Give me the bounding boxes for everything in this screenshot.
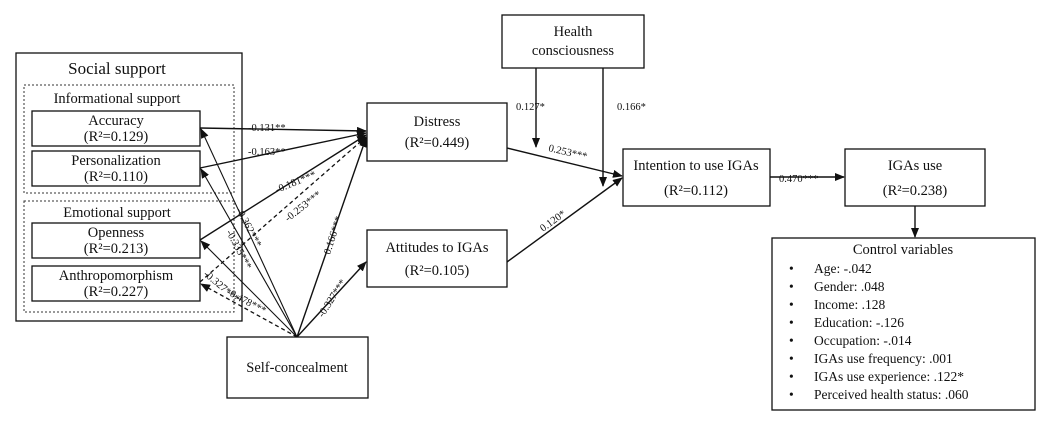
openness-r2: (R²=0.213) (84, 241, 149, 257)
intention-node: Intention to use IGAs (R²=0.112) (622, 148, 771, 207)
control-variable-bullet: • (789, 351, 794, 366)
control-variable-item: IGAs use experience: .122* (814, 369, 964, 384)
openness-label: Openness (88, 225, 145, 241)
emotional-support-title: Emotional support (63, 205, 171, 221)
distress-node: Distress (R²=0.449) (366, 102, 508, 162)
distress-label: Distress (414, 114, 461, 130)
coef-sc-attitudes: -0.327*** (316, 278, 349, 320)
intention-r2: (R²=0.112) (664, 183, 728, 199)
distress-r2: (R²=0.449) (405, 135, 470, 151)
coef-hc-mod1: 0.127* (516, 102, 545, 113)
coef-attitudes-intention: 0.120* (538, 209, 568, 235)
accuracy-label: Accuracy (88, 113, 144, 129)
accuracy-r2: (R²=0.129) (84, 129, 149, 145)
control-variable-item: Perceived health status: .060 (814, 387, 969, 402)
control-variables-title: Control variables (853, 242, 954, 258)
attitudes-node: Attitudes to IGAs (R²=0.105) (366, 229, 508, 288)
self-concealment-node: Self-concealment (226, 336, 369, 399)
control-variable-bullet: • (789, 261, 794, 276)
personalization-label: Personalization (71, 153, 161, 169)
intention-label: Intention to use IGAs (633, 158, 759, 174)
control-variable-item: Occupation: -.014 (814, 333, 912, 348)
informational-support-title: Informational support (54, 91, 181, 107)
control-variable-bullet: • (789, 279, 794, 294)
anthropomorphism-r2: (R²=0.227) (84, 284, 149, 300)
anthropomorphism-node: Anthropomorphism (R²=0.227) (31, 265, 201, 302)
control-variable-item: Gender: .048 (814, 279, 885, 294)
control-variable-bullet: • (789, 333, 794, 348)
coef-anth-distress: -0.253*** (283, 189, 324, 224)
control-variable-bullet: • (789, 369, 794, 384)
control-variable-item: Education: -.126 (814, 315, 904, 330)
igas-use-r2: (R²=0.238) (883, 183, 948, 199)
emotional-support-group: Emotional support Openness (R²=0.213) An… (23, 200, 235, 313)
path-openness-distress (199, 134, 367, 241)
anthropomorphism-label: Anthropomorphism (59, 268, 174, 284)
coef-intention-use: 0.470*** (779, 174, 818, 185)
control-variable-bullet: • (789, 297, 794, 312)
control-variables-box: Control variables • Age: -.042 • Gender: .0… (771, 237, 1036, 411)
path-sc-anthropomorphism (200, 283, 298, 338)
control-variable-item: Income: .128 (814, 297, 885, 312)
igas-use-node: IGAs use (R²=0.238) (844, 148, 986, 207)
attitudes-label: Attitudes to IGAs (385, 240, 488, 256)
path-sc-personalization (200, 168, 298, 338)
coef-open-distress: -0.181*** (274, 170, 318, 196)
openness-node: Openness (R²=0.213) (31, 222, 201, 259)
control-variable-bullet: • (789, 315, 794, 330)
health-label-line1: Health (554, 24, 593, 40)
control-variable-item: Age: -.042 (814, 261, 872, 276)
path-anthropomorphism-distress (199, 136, 367, 283)
coef-sc-distress: 0.166*** (322, 215, 345, 256)
coef-acc-distress: -0.131** (248, 123, 286, 134)
coefficient-labels: -0.131** -0.163** -0.181*** -0.253*** -0… (201, 102, 818, 320)
social-support-group: Social support Informational support Acc… (15, 52, 243, 322)
path-attitudes-intention (506, 177, 623, 263)
personalization-node: Personalization (R²=0.110) (31, 150, 201, 187)
health-label-line2: consciousness (532, 43, 615, 59)
informational-support-group: Informational support Accuracy (R²=0.129… (23, 84, 235, 194)
path-sc-openness (200, 240, 298, 338)
control-variables-list: • Age: -.042 • Gender: .048 • Income: .128 • Ed… (789, 261, 969, 402)
attitudes-r2: (R²=0.105) (405, 263, 470, 279)
path-personalization-distress (199, 130, 367, 169)
control-variable-bullet: • (789, 387, 794, 402)
path-sc-attitudes (296, 261, 367, 338)
control-variable-item: IGAs use frequency: .001 (814, 351, 953, 366)
igas-use-label: IGAs use (888, 158, 942, 174)
coef-pers-distress: -0.163** (248, 147, 286, 158)
path-accuracy-distress (199, 126, 367, 135)
path-sc-distress (296, 137, 367, 338)
paths (199, 68, 919, 338)
path-sc-accuracy (200, 128, 298, 338)
accuracy-node: Accuracy (R²=0.129) (31, 110, 201, 147)
personalization-r2: (R²=0.110) (84, 169, 148, 185)
health-consciousness-node: Health consciousness (501, 14, 645, 69)
coef-hc-mod2: 0.166* (617, 102, 646, 113)
social-support-title: Social support (68, 59, 166, 78)
self-concealment-label: Self-concealment (246, 360, 347, 376)
